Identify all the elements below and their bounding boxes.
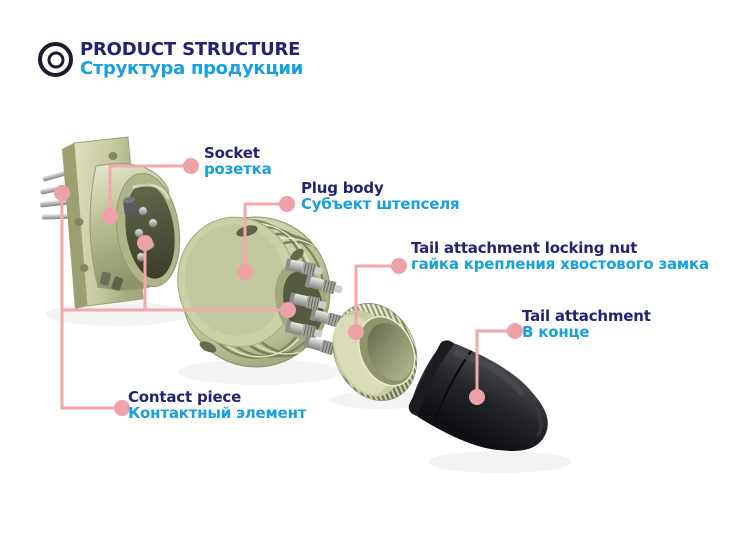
- page-title-ru: Структура продукции: [80, 58, 303, 79]
- plug-body-photo: [177, 216, 349, 368]
- leader-lines: [60, 164, 515, 410]
- plug-body-label-ru: Субъект штепселя: [301, 195, 460, 213]
- locking-nut-label-ru: гайка крепления хвостового замка: [411, 255, 709, 273]
- contact-piece-label-ru: Контактный элемент: [128, 404, 307, 422]
- plug-body-leader: [243, 202, 287, 272]
- socket-label-ru: розетка: [204, 160, 272, 178]
- page-title: PRODUCT STRUCTURE Структура продукции: [80, 40, 303, 78]
- page-header: PRODUCT STRUCTURE Структура продукции: [38, 40, 303, 78]
- socket-label-en: Socket: [204, 144, 260, 162]
- tail-attachment-label: Tail attachment В конце: [522, 308, 651, 340]
- ground-shadows: [46, 302, 572, 473]
- tail-leader: [475, 329, 515, 397]
- page-title-en: PRODUCT STRUCTURE: [80, 39, 301, 60]
- locking-nut-label-en: Tail attachment locking nut: [411, 239, 638, 257]
- contact-leader-main: [60, 193, 122, 410]
- socket-barrel: [89, 163, 181, 291]
- tail-attachment-label-ru: В конце: [522, 323, 590, 341]
- leader-dots: [54, 158, 523, 416]
- concentric-circles-icon: [38, 42, 73, 77]
- plug-body-label: Plug body Субъект штепселя: [301, 179, 460, 213]
- locking-nut-label: Tail attachment locking nut гайка крепле…: [411, 240, 709, 272]
- socket-label: Socket розетка: [204, 145, 272, 177]
- tail-attachment-label-en: Tail attachment: [522, 307, 651, 325]
- plug-body-label-en: Plug body: [301, 179, 384, 197]
- contact-piece-label-en: Contact piece: [128, 388, 242, 406]
- locking-nut-leader: [354, 264, 399, 332]
- contact-piece-label: Contact piece Контактный элемент: [128, 389, 306, 421]
- socket-leader: [108, 164, 191, 216]
- socket-key-stub: [123, 196, 137, 216]
